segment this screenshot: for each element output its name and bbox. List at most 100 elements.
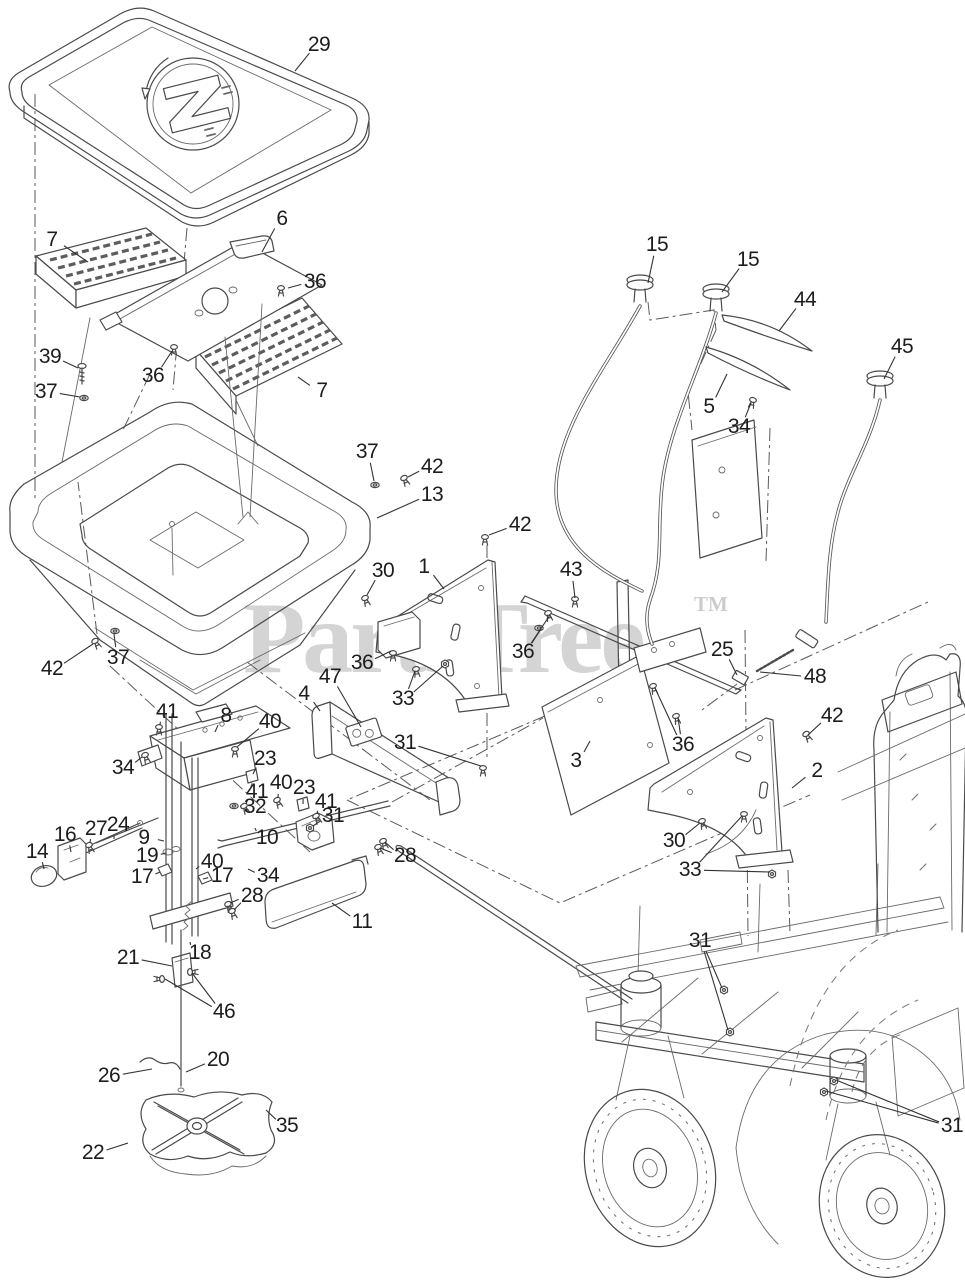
leader-line-34-13 [744, 402, 752, 418]
leader-line-10-57 [254, 827, 257, 832]
leader-line-48-23 [759, 671, 802, 677]
leader-line-31-47 [312, 820, 321, 827]
leader-line-29-0 [294, 52, 310, 72]
leader-line-35-67 [265, 1109, 277, 1120]
leader-line-5-12 [715, 373, 728, 398]
callout-41-44: 41 [245, 780, 269, 803]
leader-line-28-59 [229, 898, 239, 904]
callout-3-31: 3 [570, 749, 582, 772]
callout-31-69: 31 [688, 929, 712, 952]
discharge-chute [264, 855, 369, 929]
leader-line-44-10 [778, 308, 797, 332]
callout-40-42: 40 [269, 771, 293, 794]
callout-42-25: 42 [40, 657, 64, 680]
gearbox-assembly [137, 703, 291, 791]
callout-26-65: 26 [97, 1064, 121, 1087]
callout-18-62: 18 [188, 941, 212, 964]
leader-line-9-52 [157, 839, 165, 842]
callout-33-29: 33 [391, 687, 415, 710]
leader-line-42-17 [488, 527, 507, 536]
leader-line-42-15 [407, 470, 420, 478]
callout-22-68: 22 [81, 1141, 105, 1164]
callout-19-53: 19 [135, 844, 159, 867]
leader-line-21-63 [141, 959, 173, 967]
hopper-lid [8, 7, 370, 227]
callout-28-60: 28 [393, 844, 417, 867]
callout-37-14: 37 [355, 440, 379, 463]
leader-line-13-16 [376, 498, 420, 519]
callout-36-36: 36 [671, 733, 695, 756]
leader-line-46-64 [191, 972, 216, 1004]
leader-line-2-33 [791, 776, 806, 789]
callout-42-17: 42 [508, 513, 532, 536]
agitator-shaft [162, 741, 185, 1093]
mounting-plate [541, 627, 707, 816]
leader-line-33-35 [703, 869, 771, 873]
leader-line-46-64 [164, 978, 213, 1008]
leader-line-15-9 [721, 268, 740, 293]
callout-15-8: 15 [645, 233, 669, 256]
callout-17-54: 17 [130, 865, 154, 888]
leader-line-36-26 [374, 650, 392, 660]
callout-1-19: 1 [418, 555, 430, 578]
leader-line-40-39 [236, 728, 260, 748]
callout-36-26: 36 [350, 651, 374, 674]
leader-line-34-40 [134, 756, 143, 763]
fasteners [77, 285, 839, 1097]
callout-36-21: 36 [511, 640, 535, 663]
leader-line-41-44 [245, 799, 249, 805]
leader-line-28-59 [233, 902, 242, 911]
small-channel [377, 611, 421, 659]
callout-30-34: 30 [662, 829, 686, 852]
impeller [140, 1091, 276, 1176]
callout-29-0: 29 [307, 33, 331, 56]
cable-knob [866, 370, 894, 399]
leader-line-47-27 [336, 686, 362, 728]
callout-36-6: 36 [141, 364, 165, 387]
callout-23-43: 23 [292, 776, 316, 799]
callout-7-1: 7 [46, 228, 58, 251]
left-side-bracket [375, 559, 510, 713]
cable-end-fitting [795, 629, 819, 649]
right-caster [735, 1029, 961, 1278]
leader-line-40-55 [195, 865, 200, 870]
leader-line-7-7 [297, 376, 311, 386]
callout-31-30: 31 [393, 731, 417, 754]
callout-16-48: 16 [53, 823, 77, 846]
callout-10-57: 10 [255, 826, 279, 849]
callout-14-51: 14 [25, 840, 49, 863]
callout-17-56: 17 [210, 864, 234, 887]
callout-25-22: 25 [710, 638, 734, 661]
leader-line-28-60 [384, 841, 394, 851]
leader-line-41-45 [316, 810, 319, 815]
lid-logo [141, 57, 240, 151]
leader-line-36-21 [530, 614, 551, 644]
leader-line-43-20 [572, 580, 576, 599]
leader-line-17-54 [155, 871, 161, 875]
channel-bracket [311, 701, 461, 816]
control-cables [554, 274, 894, 686]
watermark-trademark: TM [694, 592, 728, 616]
callout-37-24: 37 [106, 646, 130, 669]
callout-41-45: 41 [314, 790, 338, 813]
leader-line-14-51 [41, 862, 45, 870]
callout-34-58: 34 [256, 864, 280, 887]
callout-6-2: 6 [276, 207, 288, 230]
leader-line-25-22 [728, 659, 738, 676]
leader-line-30-34 [685, 822, 701, 836]
callout-8-38: 8 [220, 704, 232, 727]
leader-line-36-3 [287, 283, 302, 289]
right-grate [195, 297, 343, 415]
callout-9-52: 9 [138, 826, 150, 849]
leader-line-31-69 [703, 951, 729, 1031]
cross-bar [520, 595, 742, 695]
callout-37-5: 37 [34, 380, 58, 403]
leader-line-15-8 [647, 255, 655, 284]
leader-line-37-14 [369, 462, 375, 482]
leader-line-33-35 [699, 815, 743, 863]
leader-line-37-24 [113, 633, 117, 648]
hopper [9, 303, 371, 707]
shaft-pin [139, 1057, 181, 1070]
leader-line-37-5 [59, 393, 81, 398]
